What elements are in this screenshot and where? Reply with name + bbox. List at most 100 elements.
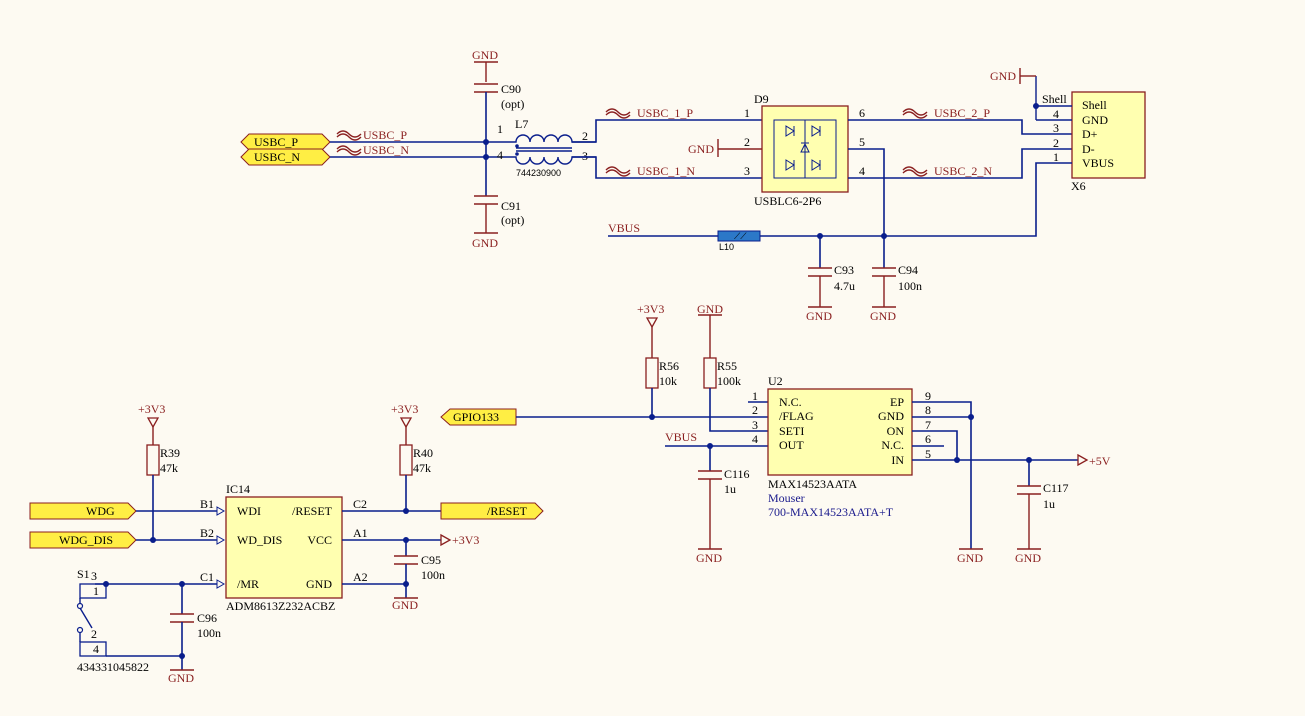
c91-designator: C91 — [501, 199, 521, 213]
ic14-pinnum-b1: B1 — [200, 497, 214, 511]
gnd-label: GND — [697, 302, 723, 316]
u2-pinnum-3: 3 — [752, 418, 758, 432]
u2-pin-seti: SETI — [779, 424, 804, 438]
u2-pin-on: ON — [887, 424, 905, 438]
ic14-pin-reset: /RESET — [292, 504, 333, 518]
c95-value: 100n — [421, 568, 445, 582]
junction — [483, 139, 489, 145]
gnd-symbol-c91: GND — [472, 204, 498, 250]
vbus-label-top: VBUS — [608, 221, 640, 235]
l7-value: 744230900 — [516, 168, 561, 178]
netlabel-marker — [336, 130, 362, 141]
resistor-r40: R40 47k — [399, 444, 433, 476]
u2-pin-out: OUT — [779, 438, 804, 452]
gnd-label: GND — [392, 598, 418, 612]
s1-pin3: 3 — [91, 569, 97, 583]
u2-designator: U2 — [768, 374, 783, 388]
capacitor-c117: C117 1u — [1017, 481, 1069, 511]
s1-pin2: 2 — [91, 627, 97, 641]
port-wdg: WDG — [29, 502, 137, 520]
junction — [403, 508, 409, 514]
s1-designator: S1 — [77, 567, 90, 581]
x6-pin-gnd: GND — [1082, 113, 1108, 127]
junction — [954, 457, 960, 463]
ic14-pinnum-c2: C2 — [353, 497, 367, 511]
junction — [403, 581, 409, 587]
netlabel-marker — [902, 166, 928, 177]
l7-designator: L7 — [515, 117, 528, 131]
u2-value: MAX14523AATA — [768, 477, 857, 491]
junction — [1033, 103, 1039, 109]
x6-pinnum-4: 4 — [1053, 107, 1059, 121]
u2-pin-ep: EP — [890, 395, 904, 409]
esd-d9: D9 1 2 3 4 5 6 USBLC6-2P6 — [744, 92, 865, 208]
port-gpio133-label: GPIO133 — [453, 410, 499, 424]
d9-pin4: 4 — [859, 164, 865, 178]
c94-designator: C94 — [898, 263, 918, 277]
u2-pin-gnd: GND — [878, 409, 904, 423]
capacitor-c95: C95 100n — [394, 553, 445, 582]
gnd-label: GND — [1015, 551, 1041, 565]
gnd-label: GND — [168, 671, 194, 685]
port-reset: /RESET — [440, 502, 544, 520]
x6-pinnum-3: 3 — [1053, 121, 1059, 135]
x6-pin-dp: D+ — [1082, 127, 1098, 141]
port-usbc-p-label: USBC_P — [254, 135, 298, 149]
l10-designator: L10 — [719, 242, 734, 252]
port-wdg-label: WDG — [86, 504, 115, 518]
gnd-label: GND — [688, 142, 714, 156]
d9-pin3: 3 — [744, 164, 750, 178]
c90-designator: C90 — [501, 82, 521, 96]
x6-pin-vbus: VBUS — [1082, 156, 1114, 170]
netlabel-usbc-n: USBC_N — [363, 143, 409, 157]
netlabel-marker — [605, 108, 631, 119]
c95-designator: C95 — [421, 553, 441, 567]
d9-value: USBLC6-2P6 — [754, 194, 821, 208]
junction — [968, 414, 974, 420]
junction — [179, 653, 185, 659]
junction — [150, 537, 156, 543]
c117-designator: C117 — [1043, 481, 1069, 495]
capacitor-c94: C94 100n — [872, 263, 922, 293]
u2-pin-flag: /FLAG — [779, 409, 814, 423]
port-usbc-n: USBC_N — [240, 148, 331, 166]
u2-pinnum-9: 9 — [925, 389, 931, 403]
r39-designator: R39 — [160, 446, 180, 460]
u2-part-number: 700-MAX14523AATA+T — [768, 505, 894, 519]
u2-pinnum-6: 6 — [925, 432, 931, 446]
gnd-symbol-c90: GND — [472, 48, 498, 82]
c96-value: 100n — [197, 626, 221, 640]
gnd-symbol-c95: GND — [392, 597, 418, 612]
gnd-symbol-d9: GND — [688, 139, 762, 157]
x6-shell-label: Shell — [1042, 92, 1067, 106]
x6-designator: X6 — [1071, 179, 1086, 193]
netlabel-usbc-2-p: USBC_2_P — [934, 106, 990, 120]
u2-pinnum-8: 8 — [925, 403, 931, 417]
u2-pin-nc6: N.C. — [881, 438, 904, 452]
power-5v: +5V — [1077, 453, 1111, 468]
u2-pinnum-1: 1 — [752, 389, 758, 403]
port-wdg-dis: WDG_DIS — [29, 531, 137, 549]
vbus-label-u2: VBUS — [665, 430, 697, 444]
port-reset-label: /RESET — [487, 504, 528, 518]
netlabel-usbc-p: USBC_P — [363, 128, 407, 142]
v33-label: +3V3 — [138, 402, 165, 416]
port-usbc-p: USBC_P — [240, 133, 331, 151]
gnd-symbol-r55: GND — [697, 302, 723, 358]
ic-ic14: IC14 WDI WD_DIS /MR B1 B2 C1 /RESET VCC … — [200, 482, 368, 613]
d9-pin5: 5 — [859, 135, 865, 149]
gnd-label: GND — [472, 48, 498, 62]
capacitor-c116: C116 1u — [698, 467, 750, 496]
c117-value: 1u — [1043, 497, 1055, 511]
resistor-r55: R55 100k — [703, 357, 741, 389]
capacitor-c90: C90 (opt) — [474, 82, 524, 111]
gnd-label: GND — [696, 551, 722, 565]
ic14-designator: IC14 — [226, 482, 250, 496]
ic14-pin-gnd: GND — [306, 577, 332, 591]
gnd-label: GND — [472, 236, 498, 250]
choke-l7: L7 1 4 2 3 744230900 — [497, 117, 596, 178]
d9-designator: D9 — [754, 92, 769, 106]
c93-value: 4.7u — [834, 279, 855, 293]
u2-pin-nc1: N.C. — [779, 395, 802, 409]
